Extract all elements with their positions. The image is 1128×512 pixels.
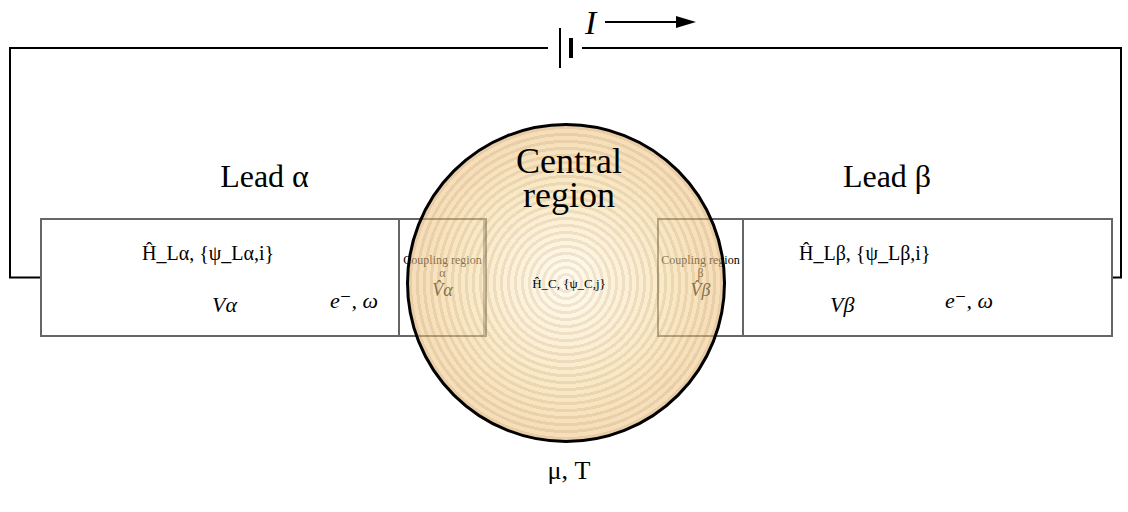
battery-plate-long — [559, 28, 561, 68]
battery-plate-short — [569, 38, 573, 58]
node-text: Ĥ_Lα, {ψ_Lα,i} — [142, 242, 274, 265]
current-arrowhead — [676, 16, 696, 28]
node-text: Ĥ_C, {ψ_C,j} — [409, 276, 729, 292]
node-title: Lead α — [42, 158, 487, 195]
particle-label: e⁻, ω — [945, 288, 993, 314]
battery-gap — [548, 22, 582, 74]
central-circle: Central regionĤ_C, {ψ_C,j}μ, T — [406, 123, 726, 443]
node-title: Central region — [409, 144, 729, 212]
node-text: μ, T — [409, 456, 729, 486]
current-arrow — [605, 21, 680, 23]
node-title: Lead β — [659, 158, 1115, 195]
voltage-label: Vα — [212, 292, 237, 318]
current-label: I — [585, 4, 596, 42]
particle-label: e⁻, ω — [330, 288, 378, 314]
voltage-label: Vβ — [830, 292, 854, 318]
node-text: Ĥ_Lβ, {ψ_Lβ,i} — [799, 242, 931, 265]
